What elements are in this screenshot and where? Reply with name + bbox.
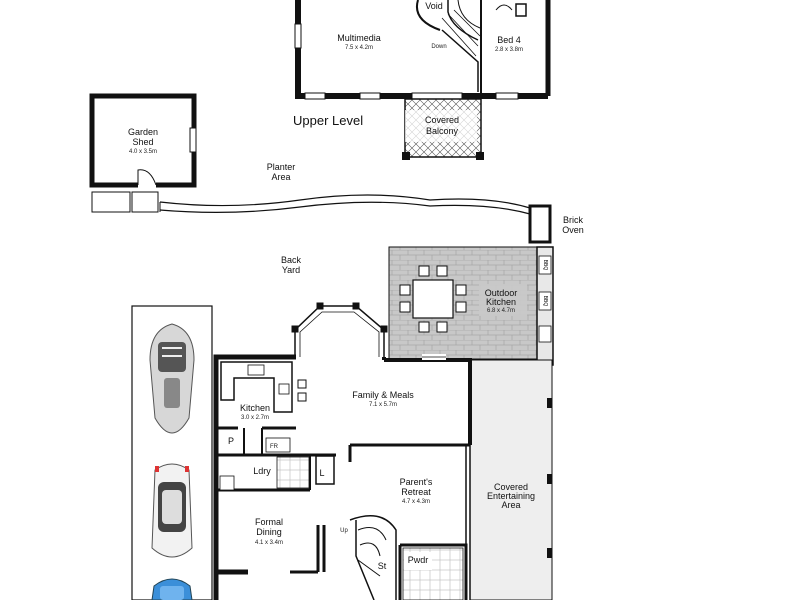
covered-entertaining-line2: Entertaining	[487, 491, 535, 501]
kitchen-bench	[220, 361, 307, 413]
bbq-icon: BBQ BBQ	[538, 255, 552, 311]
multimedia-size: 7.5 x 4.2m	[345, 45, 373, 51]
covered-entertaining-line1: Covered	[494, 482, 528, 492]
dining-table-icon	[399, 265, 467, 333]
laundry-label: Ldry	[253, 466, 271, 476]
brick-oven-line2: Oven	[562, 225, 584, 235]
car-blue-icon	[151, 578, 193, 600]
outdoor-kitchen: BBQ BBQ Outdoor Kitchen 6.8 x 4.7m	[388, 246, 554, 366]
bed4-size: 2.8 x 3.8m	[495, 47, 523, 53]
parents-retreat-line2: Retreat	[401, 487, 431, 497]
garden-shed-size: 4.0 x 3.5m	[129, 149, 157, 155]
laundry	[219, 455, 335, 491]
brick-oven-line1: Brick	[563, 215, 583, 225]
formal-dining-line1: Formal	[255, 517, 283, 527]
family-meals-label: Family & Meals	[352, 390, 414, 400]
kitchen-size: 3.0 x 2.7m	[241, 415, 269, 421]
garden-shed: Garden Shed 4.0 x 3.5m	[89, 93, 197, 188]
planter-area: Planter Area	[91, 162, 531, 215]
planter-area-line2: Area	[271, 172, 290, 182]
down-label: Down	[431, 44, 446, 50]
bbq-label-1: BBQ	[542, 260, 548, 271]
multimedia-label: Multimedia	[337, 33, 381, 43]
bed4-label: Bed 4	[497, 35, 521, 45]
powder-label: Pwdr	[408, 555, 429, 565]
pantry-label: P	[228, 436, 234, 446]
car-white-icon	[151, 463, 193, 558]
upper-level: Multimedia 7.5 x 4.2m Void Down Bed 4 2.…	[293, 0, 551, 160]
wardrobe-icon	[515, 3, 527, 17]
upper-level-heading: Upper Level	[293, 113, 363, 128]
back-yard-line1: Back	[281, 255, 302, 265]
formal-dining-line2: Dining	[256, 527, 282, 537]
covered-entertaining-line3: Area	[501, 500, 520, 510]
up-label: Up	[340, 528, 348, 534]
sink-icon	[247, 364, 265, 376]
family-meals-size: 7.1 x 5.7m	[369, 402, 397, 408]
brick-oven: Brick Oven	[528, 204, 584, 244]
garden-shed-line1: Garden	[128, 127, 158, 137]
covered-entertaining-area: Covered Entertaining Area	[469, 359, 553, 600]
void-label: Void	[425, 1, 443, 11]
outdoor-kitchen-line2: Kitchen	[486, 297, 516, 307]
parents-retreat-size: 4.7 x 4.3m	[402, 499, 430, 505]
speedboat-icon	[149, 323, 195, 434]
outdoor-kitchen-line1: Outdoor	[485, 288, 518, 298]
bbq-label-2: BBQ	[542, 296, 548, 307]
planter-area-line1: Planter	[267, 162, 296, 172]
back-yard-line2: Yard	[282, 265, 300, 275]
parents-retreat-line1: Parent's	[400, 477, 433, 487]
linen-label: L	[319, 468, 324, 478]
outdoor-kitchen-size: 6.8 x 4.7m	[487, 308, 515, 314]
fridge-label: FR	[270, 444, 279, 450]
garden-shed-line2: Shed	[132, 137, 153, 147]
sink-icon	[538, 325, 552, 343]
covered-balcony-line1: Covered	[425, 115, 459, 125]
garage	[131, 305, 213, 600]
store-label: St	[378, 561, 387, 571]
kitchen-label: Kitchen	[240, 403, 270, 413]
formal-dining-size: 4.1 x 3.4m	[255, 540, 283, 546]
covered-balcony-line2: Balcony	[426, 126, 459, 136]
ground-floor-walls	[213, 302, 472, 600]
